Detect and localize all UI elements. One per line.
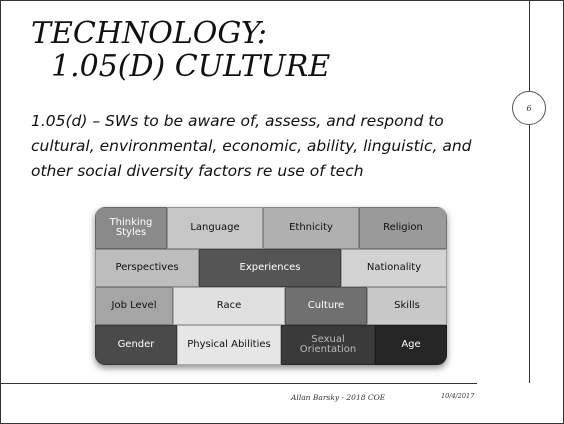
puzzle-piece-thinking-styles: Thinking Styles: [95, 207, 167, 249]
slide-title: TECHNOLOGY: 1.05(D) CULTURE: [31, 17, 330, 83]
puzzle-label: Physical Abilities: [187, 339, 271, 350]
footer-divider: [1, 383, 477, 384]
puzzle-piece-sexual-orientation: Sexual Orientation: [281, 325, 375, 365]
footer-author: Allan Barsky - 2018 COE: [291, 393, 386, 402]
page-number-badge: 6: [512, 91, 546, 125]
title-line-1: TECHNOLOGY:: [31, 16, 268, 51]
puzzle-piece-age: Age: [375, 325, 447, 365]
puzzle-piece-gender: Gender: [95, 325, 177, 365]
puzzle-label: Ethnicity: [289, 222, 333, 233]
puzzle-piece-culture: Culture: [285, 287, 367, 325]
footer-date: 10/4/2017: [441, 392, 475, 400]
puzzle-piece-skills: Skills: [367, 287, 447, 325]
puzzle-label: Job Level: [111, 300, 157, 311]
puzzle-piece-physical-abilities: Physical Abilities: [177, 325, 281, 365]
puzzle-piece-ethnicity: Ethnicity: [263, 207, 359, 249]
puzzle-piece-job-level: Job Level: [95, 287, 173, 325]
puzzle-piece-race: Race: [173, 287, 285, 325]
puzzle-label: Culture: [307, 300, 345, 311]
puzzle-label: Race: [216, 300, 242, 311]
puzzle-label: Age: [401, 339, 421, 350]
puzzle-piece-perspectives: Perspectives: [95, 249, 199, 287]
right-divider: [529, 1, 530, 383]
diversity-puzzle-image: Thinking Styles Language Ethnicity Relig…: [95, 207, 447, 365]
puzzle-piece-language: Language: [167, 207, 263, 249]
title-line-2: 1.05(D) CULTURE: [51, 49, 331, 84]
puzzle-label: Experiences: [239, 262, 301, 273]
puzzle-piece-experiences: Experiences: [199, 249, 341, 287]
puzzle-label: Gender: [117, 339, 155, 350]
body-text: 1.05(d) – SWs to be aware of, assess, an…: [31, 112, 472, 180]
puzzle-piece-nationality: Nationality: [341, 249, 447, 287]
puzzle-label: Language: [190, 222, 240, 233]
puzzle-label: Nationality: [366, 262, 422, 273]
puzzle-label: Thinking Styles: [109, 217, 153, 238]
page-number: 6: [526, 103, 532, 113]
puzzle-label: Skills: [394, 300, 420, 311]
puzzle-label: Perspectives: [115, 262, 179, 273]
puzzle-label: Sexual Orientation: [299, 334, 357, 355]
puzzle-piece-religion: Religion: [359, 207, 447, 249]
puzzle-label: Religion: [383, 222, 423, 233]
